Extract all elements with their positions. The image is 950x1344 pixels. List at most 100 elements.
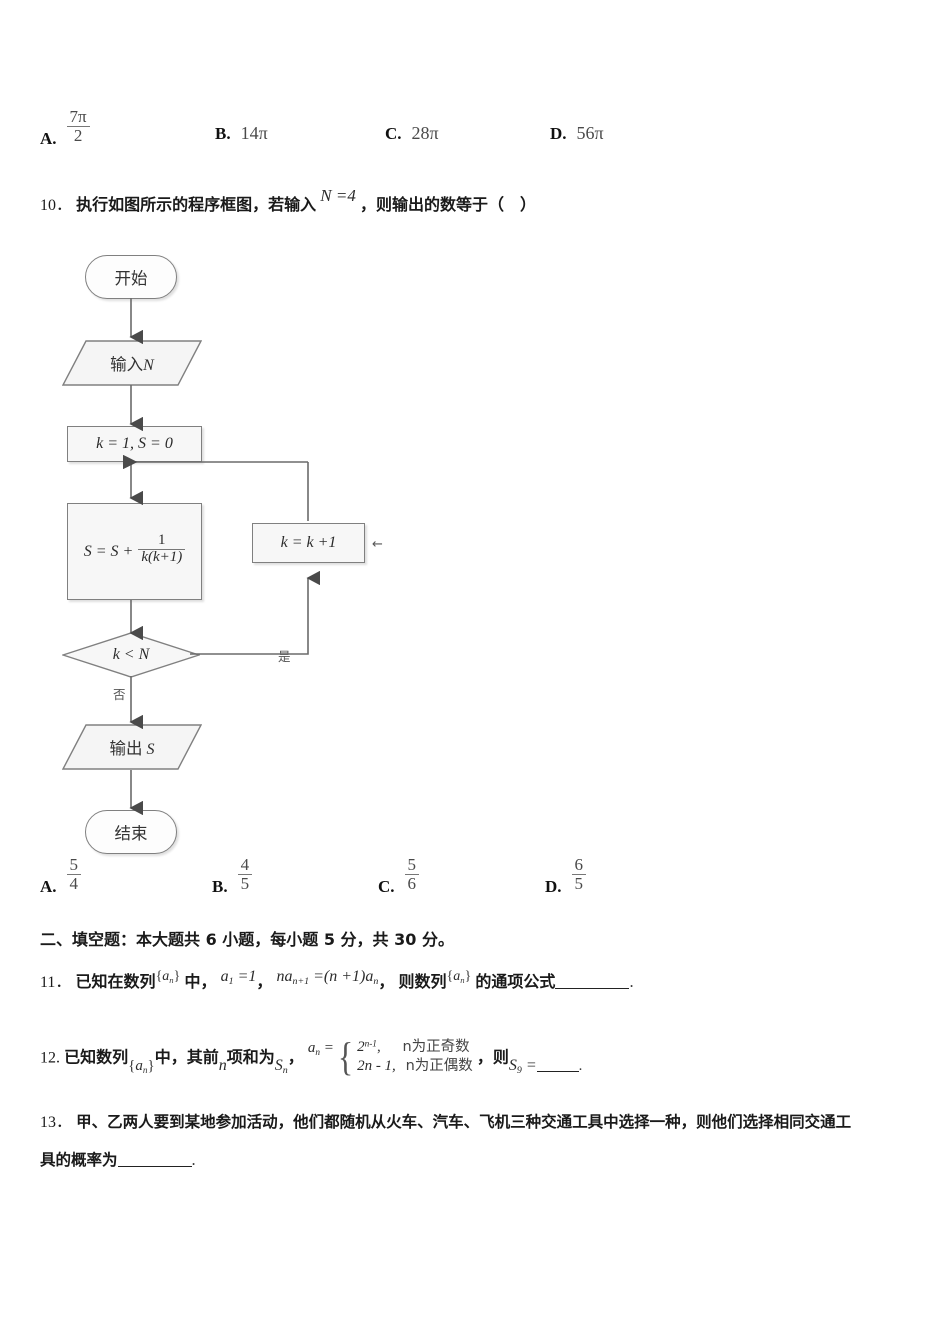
question-12-seg3: 项和为	[226, 1047, 275, 1067]
flowchart-node-input-label: 输入N	[110, 351, 154, 375]
question-12-case2-expr: 2n - 1,	[357, 1057, 396, 1074]
option-a-label: A.	[40, 128, 57, 148]
flowchart-process-lhs: S = S +	[83, 542, 134, 560]
question-10-stem: 10． 执行如图所示的程序框图，若输入 N =4 ，则输出的数等于（ ）	[40, 186, 536, 218]
question-12-case-1: 2n-1, n为正奇数	[357, 1038, 473, 1057]
question-11-answer-blank[interactable]	[555, 972, 630, 990]
question-11-seg4: 的通项公式	[475, 972, 556, 991]
q10-option-d-numerator: 6	[574, 855, 584, 874]
question-12-case2-cond: n为正偶数	[405, 1057, 473, 1074]
q10-option-a[interactable]: A. 5 4	[40, 855, 82, 896]
question-12-sn: Sn	[274, 1056, 288, 1076]
option-d[interactable]: D. 56π	[550, 124, 604, 142]
q10-option-b-value: 4 5	[237, 855, 253, 893]
question-11: 11． 已知在数列{an} 中， a1 =1， nan+1 =(n +1)an，…	[40, 968, 634, 996]
question-12-piecewise: an = { 2n-1, n为正奇数 2n - 1, n为正偶数	[307, 1034, 473, 1080]
question-12-s9: S9 =	[508, 1056, 537, 1076]
flowchart-node-end-label: 结束	[114, 824, 148, 843]
q10-option-b-numerator: 4	[240, 855, 250, 874]
question-13-tail: .	[191, 1150, 196, 1169]
option-a-value: 7π 2	[66, 108, 90, 145]
flowchart-node-output: 输出 S	[62, 724, 202, 770]
flowchart-connectors	[123, 298, 320, 816]
question-11-condition-1: a1 =1	[220, 968, 257, 988]
question-12-var-n: n	[218, 1056, 227, 1074]
q10-option-c[interactable]: C. 5 6	[378, 856, 420, 896]
q10-option-a-denominator: 4	[66, 873, 82, 893]
q10-option-c-label: C.	[378, 876, 395, 896]
flowchart-process-frac-den: k(k+1)	[138, 549, 186, 566]
question-10-number-text: 10．	[40, 197, 73, 214]
section-2-heading-text: 二、填空题：本大题共 6 小题，每小题 5 分，共 30 分。	[40, 930, 454, 949]
question-12-number: 12.	[40, 1049, 60, 1067]
question-12-an-lhs: an =	[307, 1039, 334, 1058]
option-a-denominator: 2	[66, 125, 90, 145]
question-11-sequence-2: {an}	[446, 969, 472, 985]
question-11-seg2: 中，	[184, 972, 217, 991]
question-10-options-row: A. 5 4 B. 4 5 C. 5 6 D. 6 5	[40, 846, 940, 904]
question-10-input-value: N =4	[320, 186, 356, 205]
question-13-answer-blank[interactable]	[117, 1150, 192, 1168]
question-12-case1-exponent: n-1	[364, 1039, 377, 1050]
question-12-answer-blank[interactable]	[536, 1055, 579, 1072]
section-2-heading: 二、填空题：本大题共 6 小题，每小题 5 分，共 30 分。	[40, 928, 454, 953]
flowchart-node-increment: k = k +1	[252, 523, 365, 563]
question-11-condition-2: nan+1 =(n +1)an	[276, 968, 379, 988]
flowchart-node-output-var: S	[146, 741, 155, 758]
output-parallelogram-shape	[62, 724, 202, 770]
question-13-line-1: 13． 甲、乙两人要到某地参加活动，他们都随机从火车、汽车、飞机三种交通工具中选…	[40, 1110, 851, 1135]
question-12-seg2: 中，其前	[154, 1047, 219, 1067]
flowchart-node-decision: k < N	[62, 632, 200, 678]
question-12-cases: 2n-1, n为正奇数 2n - 1, n为正偶数	[357, 1038, 473, 1076]
q10-option-d[interactable]: D. 6 5	[545, 855, 587, 896]
question-11-seg1: 已知在数列	[75, 972, 156, 991]
question-11-sequence-1: {an}	[155, 969, 181, 985]
question-10-text-before: 执行如图所示的程序框图，若输入	[76, 195, 317, 214]
question-11-sep1: ，	[256, 972, 273, 991]
question-13-line-2: 具的概率为.	[40, 1148, 196, 1173]
question-12-sep1: ，	[287, 1047, 304, 1067]
flowchart-node-end: 结束	[85, 810, 177, 854]
flowchart-edge-label-yes: 是	[278, 649, 291, 664]
program-flowchart: 开始 输入N k = 1, S = 0 S = S + 1 k(k+1)	[40, 240, 420, 854]
q10-option-c-denominator: 6	[404, 873, 420, 893]
option-a[interactable]: A. 7π 2	[40, 108, 90, 148]
q10-option-a-label: A.	[40, 876, 57, 896]
option-b-label: B.	[215, 124, 231, 143]
loop-side-arrow-icon: ←	[372, 537, 383, 552]
option-d-label: D.	[550, 124, 567, 143]
question-11-number: 11．	[40, 974, 72, 991]
question-12-brace-icon: {	[337, 1034, 354, 1080]
q10-option-b-label: B.	[212, 876, 228, 896]
question-12-case1-sep: ,	[376, 1039, 381, 1055]
q10-option-a-value: 5 4	[66, 855, 82, 893]
question-12-tail: .	[578, 1057, 583, 1074]
flowchart-node-input: 输入N	[62, 340, 202, 386]
flowchart-node-input-cn: 输入	[110, 355, 144, 374]
q10-option-d-label: D.	[545, 876, 562, 896]
q10-option-a-numerator: 5	[69, 855, 79, 874]
flowchart-process-fraction: 1 k(k+1)	[138, 532, 186, 566]
flowchart-node-process-label: S = S + 1 k(k+1)	[83, 532, 186, 568]
option-c[interactable]: C. 28π	[385, 124, 439, 142]
option-c-label: C.	[385, 124, 402, 143]
question-10-text-after: ，则输出的数等于（ ）	[359, 195, 536, 214]
question-12: 12. 已知数列{an}中，其前n项和为Sn， an = { 2n-1, n为正…	[40, 1034, 583, 1080]
q10-option-b[interactable]: B. 4 5	[212, 855, 253, 896]
question-12-seg4: ，则	[476, 1047, 509, 1067]
question-11-seg3: 则数列	[398, 972, 447, 991]
input-parallelogram-shape	[62, 340, 202, 386]
question-12-case1-expr: 2n-1	[357, 1039, 377, 1055]
q10-option-d-denominator: 5	[571, 873, 587, 893]
question-12-seg1: 已知数列	[64, 1047, 129, 1067]
flowchart-edge-label-no: 否	[113, 687, 126, 702]
flowchart-node-input-var: N	[143, 357, 154, 374]
question-11-sep2: ，	[378, 972, 395, 991]
option-c-value: 28π	[411, 123, 439, 143]
flowchart-node-init-label: k = 1, S = 0	[96, 435, 173, 452]
question-12-sequence: {an}	[128, 1057, 155, 1076]
flowchart-node-output-cn: 输出	[109, 739, 143, 758]
flowchart-node-decision-label: k < N	[112, 646, 150, 663]
question-9-options-row: A. 7π 2 B. 14π C. 28π D. 56π	[40, 96, 940, 154]
option-b[interactable]: B. 14π	[215, 124, 268, 142]
